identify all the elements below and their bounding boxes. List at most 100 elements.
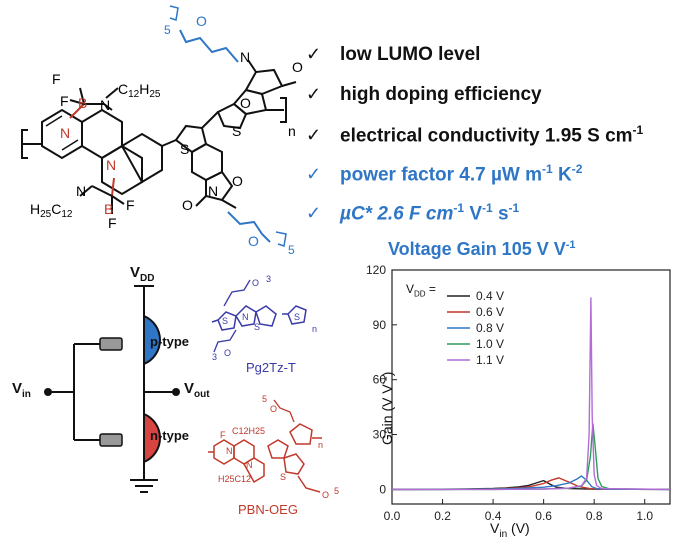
legend-title: VDD = [406, 282, 436, 299]
svg-text:5: 5 [288, 243, 295, 257]
svg-text:N: N [240, 49, 250, 65]
svg-text:N: N [60, 125, 70, 141]
check-icon: ✓ [306, 84, 322, 104]
svg-text:S: S [254, 322, 260, 332]
pbn-oeg-label: PBN-OEG [238, 502, 298, 517]
chart-title: Voltage Gain 105 V V-1 [388, 239, 576, 259]
small-polymer-atom-labels: O 3 S N S S n 3 O 5 O F C12H25 N N H25C1… [212, 274, 339, 500]
top-polymer-structure [21, 59, 297, 214]
svg-text:F: F [60, 93, 69, 109]
svg-text:n: n [312, 324, 317, 334]
svg-text:5: 5 [334, 486, 339, 496]
svg-text:C12H25: C12H25 [118, 81, 161, 100]
svg-text:B: B [104, 201, 113, 217]
x-tick-label: 0.4 [485, 509, 502, 523]
svg-text:O: O [270, 404, 277, 414]
x-tick-label: 0.2 [434, 509, 451, 523]
p-type-transistor-icon [143, 314, 161, 366]
svg-text:F: F [108, 215, 117, 231]
legend-label-0: 0.4 V [476, 289, 504, 303]
plot-frame [391, 269, 671, 505]
svg-text:O: O [292, 59, 303, 75]
svg-text:N: N [76, 183, 86, 199]
svg-text:S: S [232, 123, 241, 139]
svg-text:5: 5 [164, 23, 171, 37]
svg-text:N: N [208, 183, 218, 199]
vdd-label: VDD [130, 264, 155, 284]
check-icon: ✓ [306, 164, 322, 185]
p-type-gate-icon [99, 337, 123, 351]
svg-text:O: O [240, 95, 251, 111]
svg-text:O: O [196, 13, 207, 29]
svg-text:O: O [232, 173, 243, 189]
svg-text:S: S [294, 312, 300, 322]
svg-text:C12H25: C12H25 [232, 426, 265, 436]
svg-text:O: O [322, 490, 329, 500]
y-tick-label: 0 [379, 482, 386, 496]
n-type-transistor-icon [143, 412, 161, 464]
y-tick-label: 120 [366, 263, 386, 277]
svg-text:H25C12: H25C12 [218, 474, 251, 484]
x-tick-label: 1.0 [636, 509, 653, 523]
svg-text:n: n [318, 440, 323, 450]
check-icon: ✓ [306, 44, 322, 64]
pg2tz-label: Pg2Tz-T [246, 360, 296, 375]
svg-text:N: N [246, 460, 253, 470]
legend-label-3: 1.0 V [476, 337, 504, 351]
vout-label: Vout [184, 380, 210, 400]
y-tick-label: 90 [373, 318, 387, 332]
legend-label-4: 1.1 V [476, 353, 504, 367]
svg-text:F: F [52, 71, 61, 87]
pbn-oeg-structure [208, 399, 322, 493]
svg-text:O: O [248, 233, 259, 249]
svg-text:N: N [100, 97, 110, 113]
vin-node-icon [44, 388, 52, 396]
x-tick-label: 0.6 [535, 509, 552, 523]
svg-text:N: N [242, 312, 249, 322]
vin-label: Vin [12, 380, 31, 400]
x-tick-label: 0.0 [384, 509, 401, 523]
check-icon: ✓ [306, 125, 322, 146]
n-type-gate-icon [99, 433, 123, 447]
svg-text:O: O [182, 197, 193, 213]
legend-label-1: 0.6 V [476, 305, 504, 319]
property-power-factor: ✓power factor 4.7 µW m-1 K-2 [306, 162, 583, 186]
svg-text:5: 5 [262, 394, 267, 404]
svg-text:F: F [126, 197, 135, 213]
property-doping-efficiency: ✓high doping efficiency [306, 84, 542, 105]
svg-text:O: O [224, 348, 231, 358]
svg-text:S: S [222, 316, 228, 326]
x-axis-label: Vin (V) [490, 520, 530, 540]
pg2tz-structure [211, 279, 307, 353]
property-conductivity: ✓electrical conductivity 1.95 S cm-1 [306, 123, 644, 147]
svg-text:N: N [106, 157, 116, 173]
legend-label-2: 0.8 V [476, 321, 504, 335]
svg-text:S: S [280, 472, 286, 482]
svg-text:N: N [226, 446, 233, 456]
y-tick-label: 30 [373, 428, 387, 442]
svg-text:F: F [220, 430, 226, 440]
property-uc-star: ✓µC* 2.6 F cm-1 V-1 s-1 [306, 201, 520, 225]
svg-text:B: B [78, 95, 87, 111]
p-type-label: p-type [150, 334, 189, 349]
svg-text:H25C12: H25C12 [30, 201, 73, 220]
y-tick-label: 60 [373, 373, 387, 387]
svg-text:S: S [180, 141, 189, 157]
svg-text:3: 3 [212, 352, 217, 362]
svg-text:3: 3 [266, 274, 271, 284]
series-line-2 [392, 475, 671, 491]
svg-text:O: O [252, 278, 259, 288]
check-icon: ✓ [306, 203, 322, 224]
oeg-side-chains-top [169, 5, 287, 247]
top-polymer-atom-labels: F F B N C12H25 N N N B F F H25C12 S S N … [30, 13, 303, 257]
inverter-circuit [48, 285, 176, 493]
svg-text:n: n [288, 123, 296, 139]
property-low-lumo: ✓low LUMO level [306, 44, 481, 65]
y-axis-label: Gain (V V-1) [378, 371, 396, 446]
vout-node-icon [172, 388, 180, 396]
n-type-label: n-type [150, 428, 189, 443]
series-line-4 [392, 297, 671, 491]
series-line-3 [392, 423, 671, 491]
